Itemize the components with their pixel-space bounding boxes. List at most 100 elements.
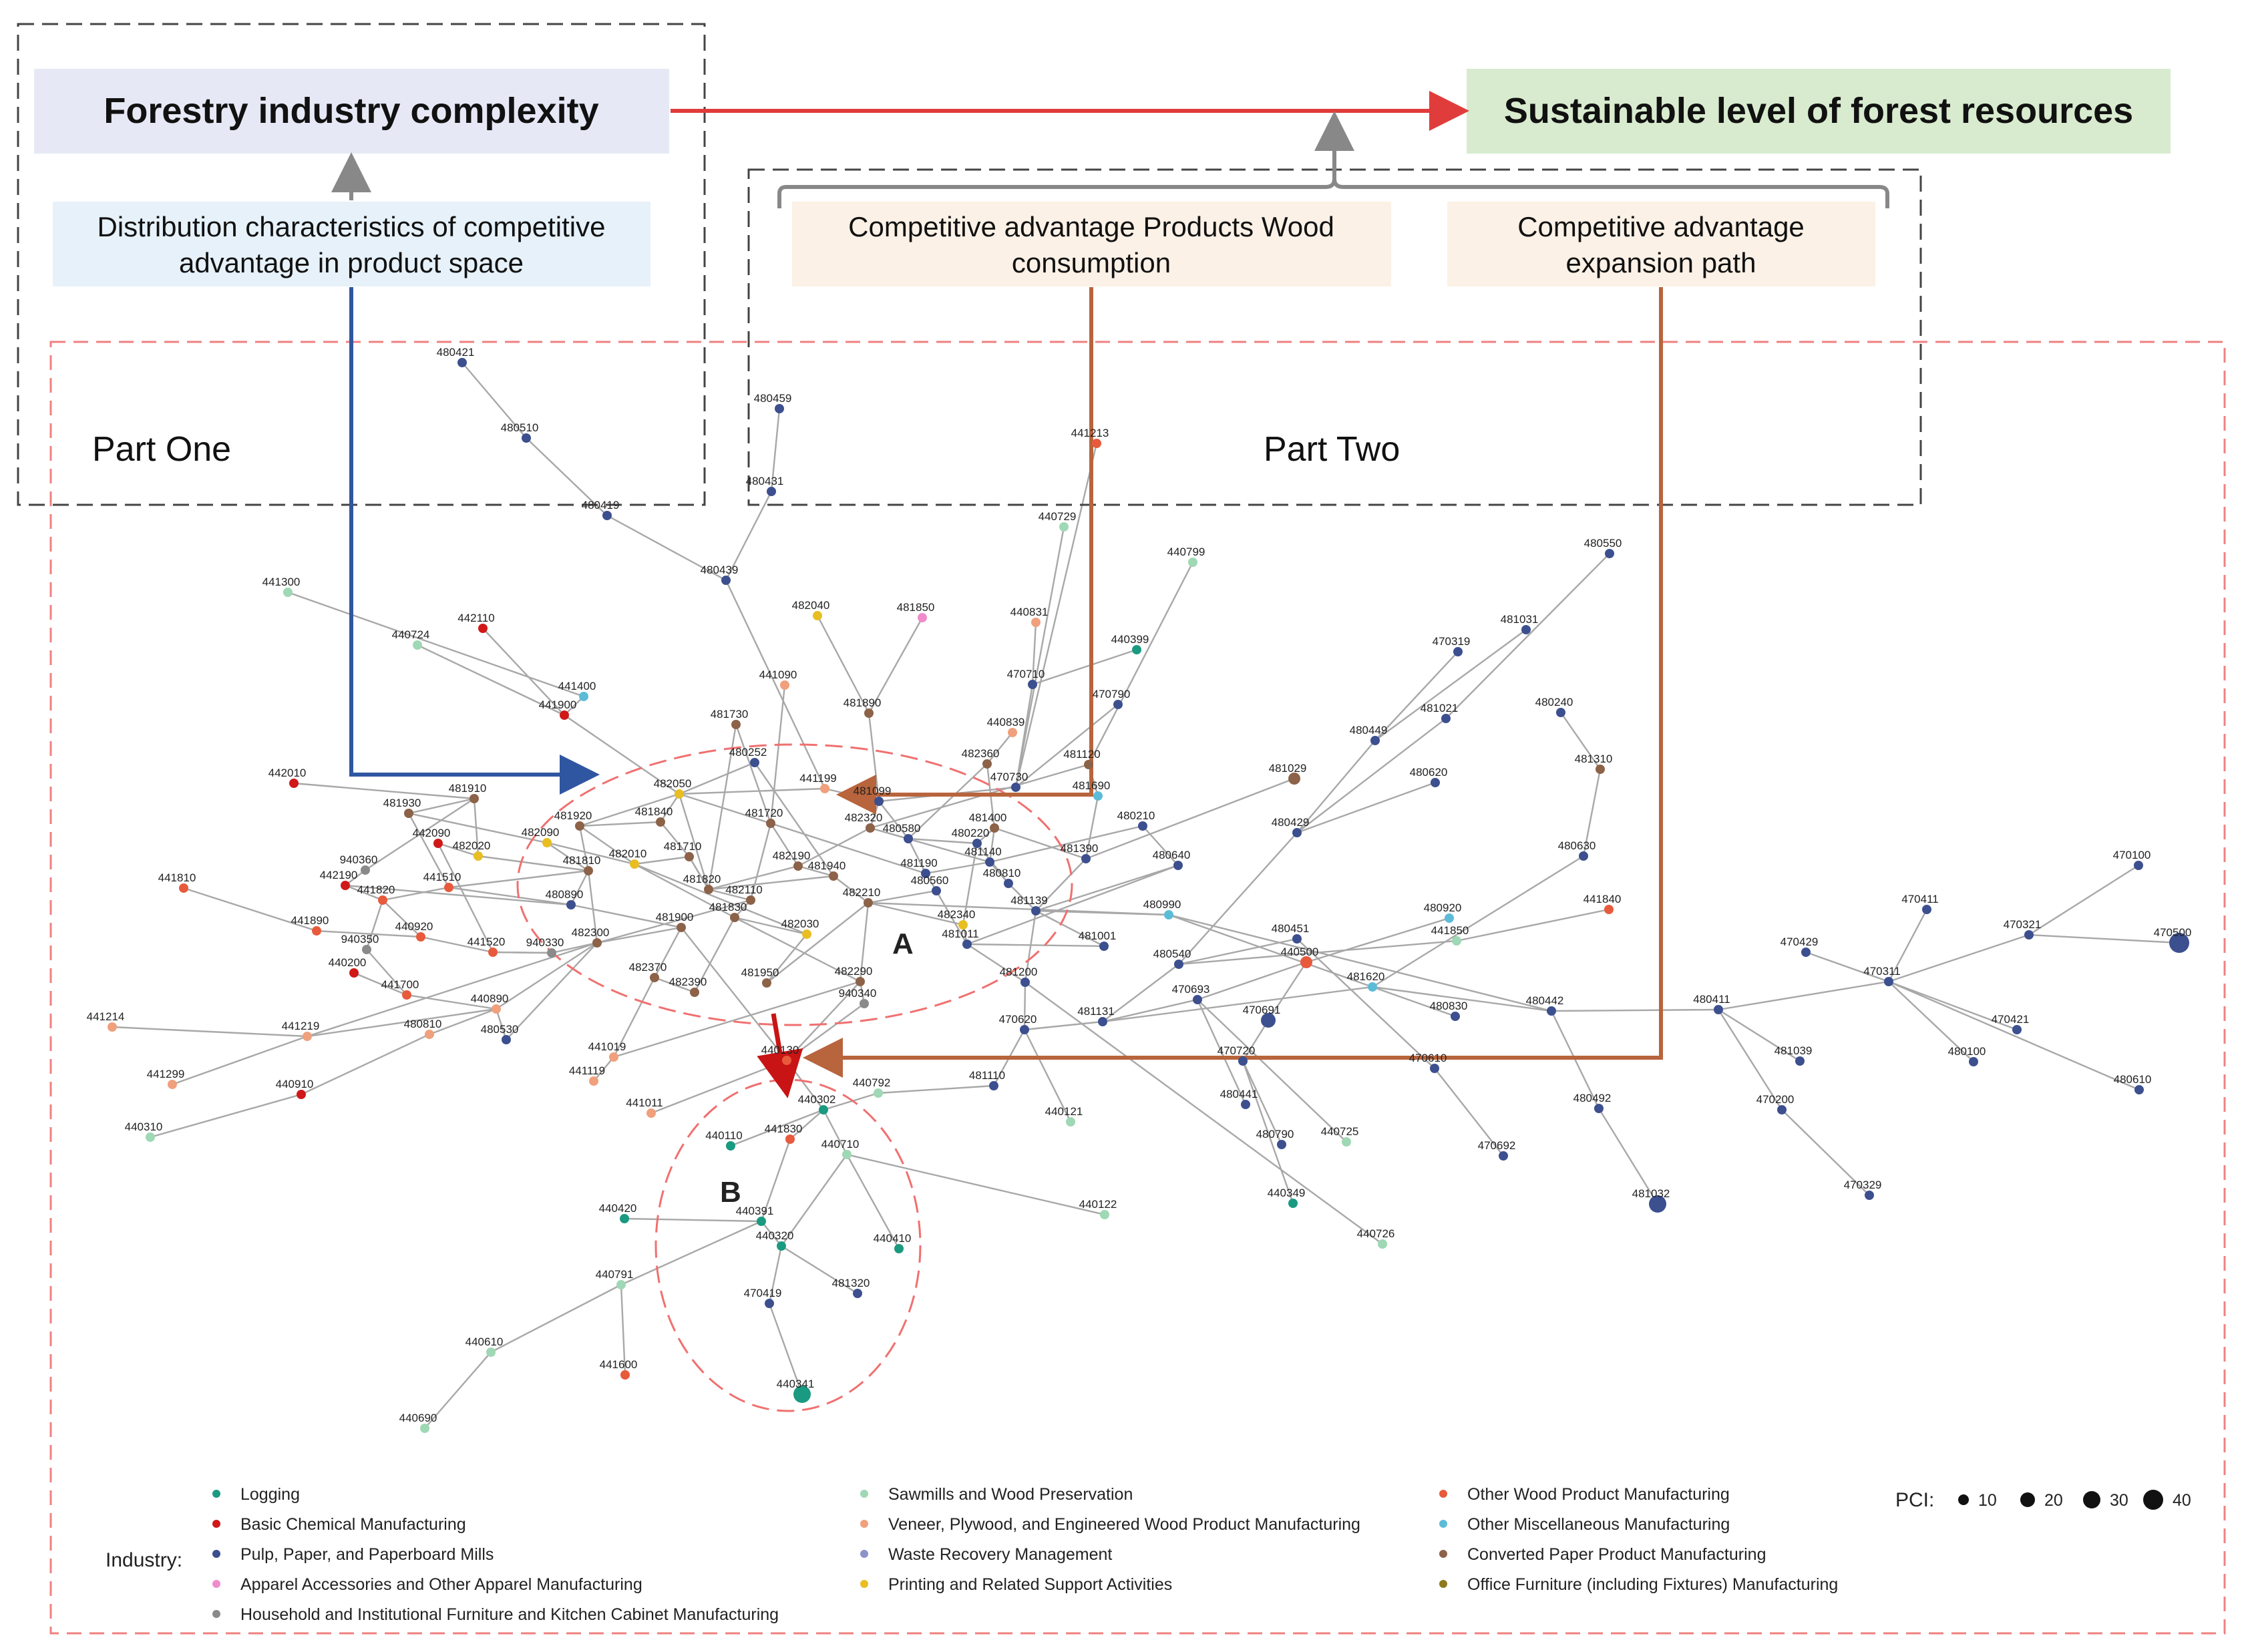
network-node — [547, 948, 556, 958]
network-node — [1605, 549, 1614, 558]
network-edge — [579, 793, 680, 827]
node-label: 480540 — [1153, 948, 1191, 960]
node-label: 482340 — [938, 908, 976, 921]
network-node — [1453, 647, 1463, 656]
network-edge — [766, 934, 807, 984]
network-node — [420, 1424, 429, 1433]
node-label: 470419 — [744, 1287, 782, 1299]
node-label: 480100 — [1948, 1045, 1986, 1058]
legend-label: Veneer, Plywood, and Engineered Wood Pro… — [888, 1515, 1360, 1534]
network-node — [2134, 1085, 2144, 1094]
network-edge — [1551, 1008, 1719, 1012]
network-edge — [150, 1093, 302, 1139]
node-label: 470100 — [2113, 849, 2151, 861]
network-edge — [1178, 832, 1298, 965]
node-label: 481140 — [964, 845, 1001, 858]
network-node — [704, 885, 713, 894]
network-edge — [754, 762, 834, 877]
node-label: 441019 — [588, 1040, 626, 1053]
network-edge — [786, 981, 861, 1061]
network-edge — [823, 1092, 879, 1111]
network-node — [677, 923, 686, 932]
node-label: 441299 — [147, 1068, 185, 1080]
node-label: 440410 — [874, 1232, 912, 1245]
network-edge — [287, 591, 584, 698]
node-label: 481810 — [563, 854, 601, 867]
network-node — [609, 1052, 618, 1062]
network-edge — [781, 1154, 848, 1247]
node-label: 442190 — [320, 869, 358, 881]
network-edge — [424, 1352, 492, 1429]
node-label: 441119 — [569, 1064, 605, 1077]
network-edge — [734, 916, 807, 936]
node-label: 481820 — [683, 873, 721, 885]
network-edge — [1024, 1020, 1103, 1031]
node-label: 480439 — [701, 564, 739, 576]
node-label: 481390 — [1061, 842, 1099, 855]
node-label: 481950 — [741, 966, 779, 979]
network-node — [1596, 765, 1605, 774]
legend-label: Printing and Related Support Activities — [888, 1575, 1172, 1594]
network-edge — [768, 1245, 783, 1304]
network-edge — [725, 580, 826, 789]
network-node — [602, 511, 612, 520]
network-edge — [660, 821, 690, 857]
node-label: 441820 — [357, 883, 395, 896]
network-edge — [908, 837, 978, 845]
network-node — [1342, 1137, 1351, 1147]
network-edge — [612, 977, 656, 1058]
network-edge — [846, 1153, 1105, 1216]
network-edge — [868, 901, 964, 926]
node-label: 440341 — [777, 1378, 815, 1390]
network-edge — [1374, 629, 1527, 741]
node-label: 470610 — [1409, 1052, 1447, 1064]
network-edge — [579, 825, 635, 865]
network-node — [560, 710, 569, 720]
distribution-line-1: Distribution characteristics of competit… — [98, 211, 606, 242]
network-edge — [437, 842, 479, 857]
node-label: 481850 — [897, 601, 935, 614]
legend-swatch — [860, 1550, 868, 1558]
node-label: 441830 — [765, 1122, 803, 1135]
network-node — [349, 968, 359, 978]
network-edge — [907, 838, 927, 874]
network-edge — [833, 875, 869, 903]
network-node — [685, 852, 694, 861]
network-node — [1081, 854, 1091, 863]
network-node — [297, 1090, 306, 1099]
network-node — [433, 839, 443, 848]
network-edge — [769, 684, 786, 824]
node-label: 441850 — [1431, 924, 1469, 937]
node-label: 481320 — [832, 1277, 870, 1289]
network-node — [1093, 791, 1103, 801]
network-node — [478, 624, 488, 633]
network-node — [1594, 1104, 1604, 1113]
node-label: 470620 — [999, 1013, 1037, 1026]
node-label: 480550 — [1584, 537, 1622, 550]
node-label: 480442 — [1526, 994, 1564, 1007]
node-label: 480441 — [1220, 1088, 1258, 1100]
node-label: 440725 — [1321, 1125, 1359, 1138]
network-edge — [1023, 982, 1026, 1030]
node-label: 440792 — [853, 1076, 891, 1089]
a-to-b-arrow — [757, 1013, 803, 1098]
node-label: 940330 — [526, 936, 564, 949]
network-node — [589, 1076, 598, 1086]
node-label: 480630 — [1558, 839, 1596, 852]
network-edge — [1032, 648, 1137, 686]
network-node — [1368, 982, 1377, 992]
network-edge — [634, 863, 735, 919]
network-edge — [620, 1284, 626, 1376]
network-node — [1777, 1105, 1787, 1114]
network-node — [474, 851, 483, 861]
network-node — [1020, 978, 1030, 987]
network-node — [361, 865, 370, 875]
network-node — [894, 1244, 904, 1253]
node-label: 481910 — [449, 782, 487, 795]
network-edge — [1296, 718, 1447, 833]
network-node — [853, 1289, 862, 1298]
network-node — [425, 1030, 434, 1039]
network-edge — [353, 972, 407, 996]
network-node — [1020, 1025, 1029, 1034]
pci-size-label: 40 — [2173, 1491, 2191, 1510]
